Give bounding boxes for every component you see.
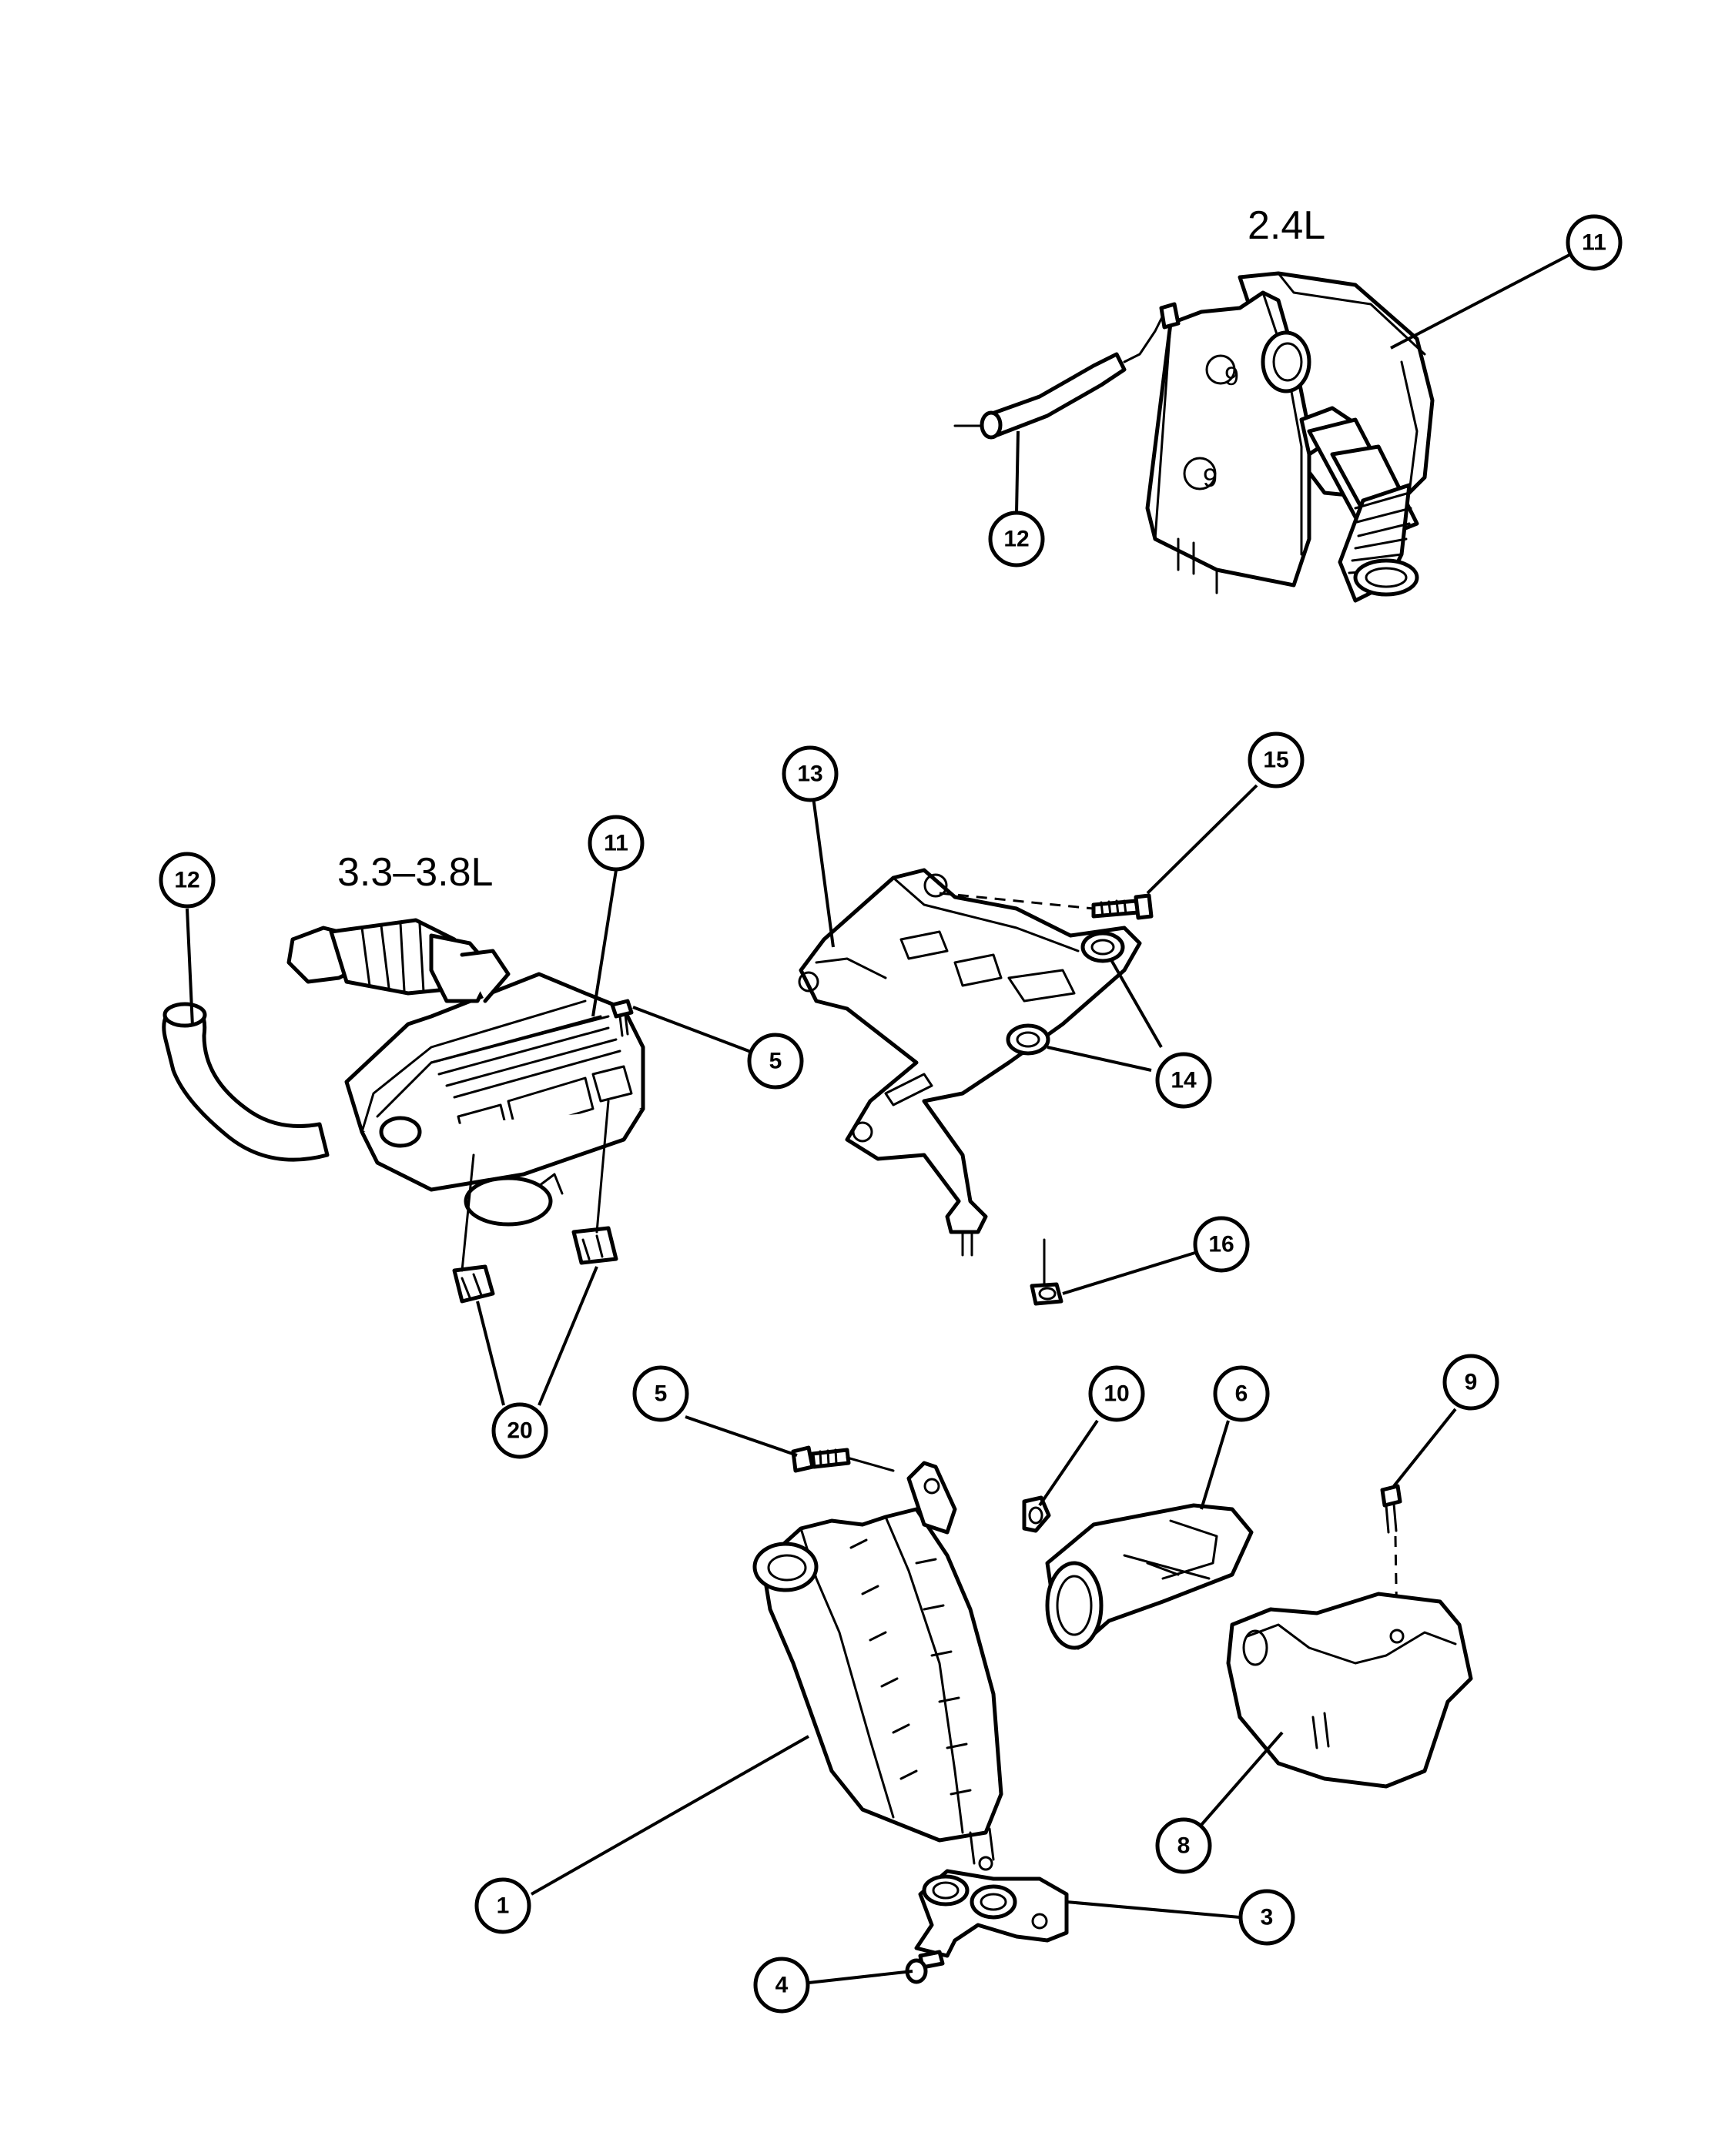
clip-20-left — [452, 1264, 495, 1304]
svg-text:9: 9 — [1203, 464, 1218, 493]
svg-text:5: 5 — [655, 1381, 668, 1407]
leader-10 — [1038, 1419, 1099, 1507]
air-cleaner-3-3-3-8l — [286, 918, 645, 1227]
screw-5-guide — [846, 1456, 895, 1472]
leader-11-top — [1390, 253, 1572, 350]
duct-6 — [1045, 1503, 1254, 1650]
clip-20-right — [571, 1226, 618, 1265]
nut-10 — [1022, 1495, 1051, 1533]
svg-text:11: 11 — [604, 831, 628, 856]
leader-1 — [531, 1735, 809, 1896]
callout-14: 14 — [1155, 1052, 1212, 1109]
svg-text:9: 9 — [1224, 362, 1239, 391]
svg-text:10: 10 — [1104, 1381, 1129, 1407]
callout-13: 13 — [782, 745, 839, 802]
leader-14-a — [1109, 958, 1163, 1048]
leader-4 — [808, 1970, 913, 1984]
engine-label-3-3-3-8l: 3.3–3.8L — [337, 850, 493, 895]
svg-text:20: 20 — [507, 1418, 532, 1444]
svg-text:4: 4 — [775, 1973, 789, 1998]
screw-5-bottom — [791, 1445, 851, 1473]
svg-text:6: 6 — [1235, 1381, 1248, 1407]
leader-5-mid — [632, 1006, 752, 1053]
leader-14-b — [1047, 1046, 1152, 1072]
svg-text:5: 5 — [769, 1049, 782, 1074]
leader-12-top — [1015, 430, 1020, 514]
leader-13 — [812, 796, 835, 948]
callout-11-top: 11 — [1566, 214, 1623, 271]
screw-5-middle — [610, 999, 634, 1037]
leader-3 — [1066, 1900, 1241, 1919]
callout-5-mid: 5 — [747, 1033, 804, 1090]
callout-6: 6 — [1213, 1365, 1270, 1422]
callout-16: 16 — [1193, 1216, 1250, 1273]
svg-text:14: 14 — [1171, 1068, 1197, 1093]
callout-10: 10 — [1088, 1365, 1145, 1422]
leader-15 — [1146, 784, 1258, 895]
svg-text:13: 13 — [797, 762, 822, 787]
callout-8: 8 — [1155, 1817, 1212, 1874]
leader-20-left — [476, 1301, 505, 1406]
callout-12-mid: 12 — [159, 852, 216, 909]
callout-4: 4 — [753, 1957, 810, 2014]
callout-20: 20 — [491, 1402, 548, 1459]
screw-9 — [1380, 1484, 1402, 1534]
callout-9: 9 — [1442, 1354, 1499, 1411]
callout-12-top: 12 — [988, 511, 1045, 567]
svg-text:9: 9 — [1465, 1370, 1478, 1395]
callout-11-mid: 11 — [588, 815, 645, 872]
bolt-15 — [1091, 893, 1154, 920]
leader-20-right — [538, 1266, 598, 1406]
air-cleaner-2-4l: 9 9 — [1145, 271, 1435, 603]
callout-1: 1 — [474, 1877, 531, 1934]
clip-guide-right — [595, 1100, 610, 1234]
engine-label-2-4l: 2.4L — [1248, 203, 1325, 248]
leader-5-bottom — [685, 1415, 798, 1457]
clip-guide-left — [461, 1153, 475, 1272]
leader-8 — [1200, 1731, 1284, 1826]
svg-text:15: 15 — [1263, 748, 1288, 773]
svg-text:11: 11 — [1582, 230, 1606, 256]
bolt-15-guide — [939, 892, 1094, 910]
callout-5-bottom: 5 — [632, 1365, 689, 1422]
svg-text:3: 3 — [1261, 1905, 1274, 1930]
leader-11-mid — [591, 869, 618, 1017]
svg-text:8: 8 — [1177, 1833, 1191, 1859]
svg-text:1: 1 — [497, 1893, 510, 1919]
callout-3: 3 — [1238, 1889, 1295, 1946]
leader-12-mid — [186, 908, 194, 1027]
leader-6 — [1200, 1420, 1230, 1510]
bracket-3 — [914, 1869, 1069, 1958]
svg-text:12: 12 — [174, 868, 199, 893]
callout-15: 15 — [1248, 732, 1305, 788]
cover-8 — [1226, 1592, 1473, 1789]
svg-text:12: 12 — [1003, 527, 1029, 552]
air-cleaner-1 — [752, 1461, 1003, 1871]
leader-16 — [1062, 1250, 1198, 1295]
screw-4 — [905, 1950, 945, 1984]
nut-16 — [1030, 1282, 1063, 1306]
hose-12-top — [953, 314, 1164, 440]
bracket-13 — [798, 868, 1142, 1257]
svg-text:16: 16 — [1208, 1232, 1234, 1257]
hose-12-middle — [162, 1002, 330, 1162]
leader-9 — [1392, 1408, 1457, 1488]
